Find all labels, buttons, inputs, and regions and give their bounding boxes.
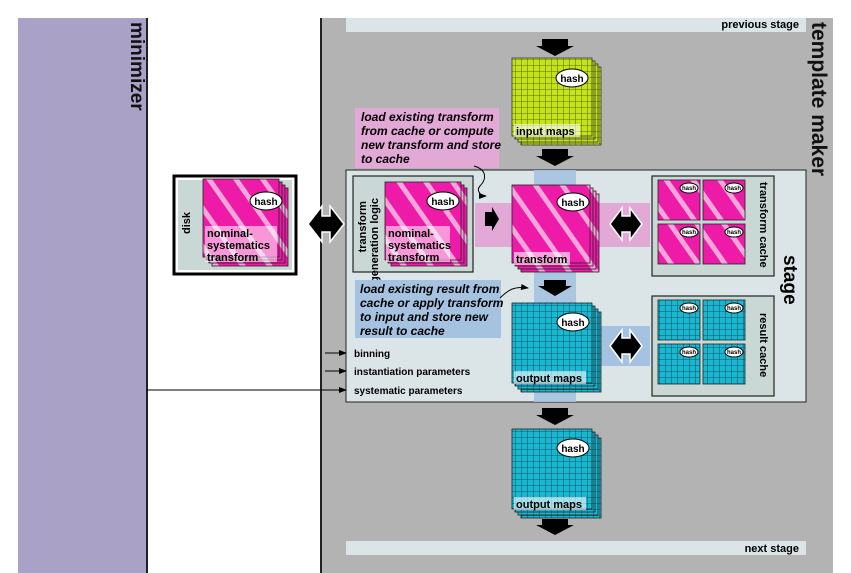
output-maps-final: hash output maps (511, 428, 602, 519)
transform-cache-item-1 (702, 179, 746, 221)
result-cache-item-2-hash (679, 346, 699, 358)
transform-logic-hash (426, 191, 460, 211)
minimizer-panel: minimizer (18, 18, 148, 573)
transform-cache-item-0-hash (679, 182, 699, 194)
arrow-logic-to-transform (485, 207, 499, 231)
stage-title: stage (779, 255, 800, 305)
transform-cache-item-2-hash (679, 226, 699, 238)
input-instantiation-parameters: instantiation parameters (354, 367, 471, 378)
result-cache-label: result cache (757, 313, 769, 377)
transform-cache-label: transform cache (757, 182, 769, 268)
template-maker-title: template maker (807, 22, 830, 176)
disk-hash (249, 191, 283, 211)
svg-text:load existing transform: load existing transform from cache or co… (361, 110, 504, 166)
next-stage-bar: next stage (346, 541, 806, 555)
input-maps-label: input maps (516, 126, 575, 138)
next-stage-label: next stage (745, 543, 799, 555)
svg-text:hash: hash (561, 318, 584, 329)
double-arrow-result-cache (609, 327, 643, 365)
svg-text:hash: hash (560, 74, 583, 85)
output-maps-final-label: output maps (516, 499, 582, 511)
result-cache-item-3-hash-text: hash (727, 350, 741, 356)
transform-cache: transform cache hash hash hash hash (651, 175, 775, 277)
previous-stage-label: previous stage (721, 19, 799, 31)
transform-stack: hash transform (511, 184, 600, 273)
result-cache-item-1-hash-text: hash (727, 306, 741, 312)
stage-inputs: binning instantiation parameters systema… (147, 349, 471, 397)
input-maps: hash input maps (511, 57, 602, 146)
result-cache: result cache hash hash hash hash (651, 295, 775, 397)
transform-note: load existing transform from cache or co… (355, 108, 504, 199)
transform-logic-label: transform generation logic (357, 198, 381, 283)
arrow-output-to-next (536, 519, 574, 535)
transform-cache-item-3-hash-text: hash (727, 230, 741, 236)
disk-label: disk (181, 211, 193, 234)
transform-cache-item-3-hash (724, 226, 744, 238)
previous-stage-bar: previous stage (346, 18, 806, 32)
result-note: load existing result from cache or apply… (355, 280, 529, 338)
result-cache-item-3-hash (724, 346, 744, 358)
disk-box: disk hash nominal- systematics transform (172, 174, 298, 276)
transform-cache-item-1-hash (724, 182, 744, 194)
arrow-transform-to-output (538, 280, 572, 296)
svg-text:hash: hash (431, 197, 454, 208)
transform-hash (556, 192, 590, 212)
output-maps-stage: hash output maps (511, 302, 602, 393)
input-systematic-parameters: systematic parameters (354, 386, 463, 397)
output-maps-stage-label: output maps (516, 373, 582, 385)
transform-cache-item-0-hash-text: hash (682, 186, 696, 192)
transform-logic-box: transform generation logic hash nominal-… (352, 175, 474, 283)
transform-cache-item-1-hash-text: hash (727, 186, 741, 192)
arrow-stage-to-output (536, 408, 574, 425)
disk-transform-label: nominal- systematics transform (207, 228, 273, 264)
transform-label: transform (516, 254, 568, 266)
svg-text:hash: hash (254, 197, 277, 208)
svg-text:hash: hash (561, 198, 584, 209)
transform-cache-item-2-hash-text: hash (682, 230, 696, 236)
output-maps-final-hash (556, 438, 590, 458)
double-arrow-disk-logic (307, 203, 345, 245)
arrow-input-to-stage (536, 149, 574, 166)
svg-text:hash: hash (561, 444, 584, 455)
input-maps-hash (555, 68, 589, 88)
output-maps-stage-hash (556, 312, 590, 332)
arrow-prev-to-input (536, 39, 574, 56)
input-binning: binning (354, 349, 390, 360)
svg-text:load existing result from: load existing result from cache or apply… (360, 282, 507, 338)
minimizer-title: minimizer (126, 22, 147, 111)
result-cache-item-0-hash (679, 302, 699, 314)
result-cache-item-1-hash (724, 302, 744, 314)
result-cache-item-0-hash-text: hash (682, 306, 696, 312)
double-arrow-transform-cache (609, 205, 643, 243)
transform-logic-transform-label: nominal- systematics transform (388, 228, 454, 264)
result-cache-item-2-hash-text: hash (682, 350, 696, 356)
